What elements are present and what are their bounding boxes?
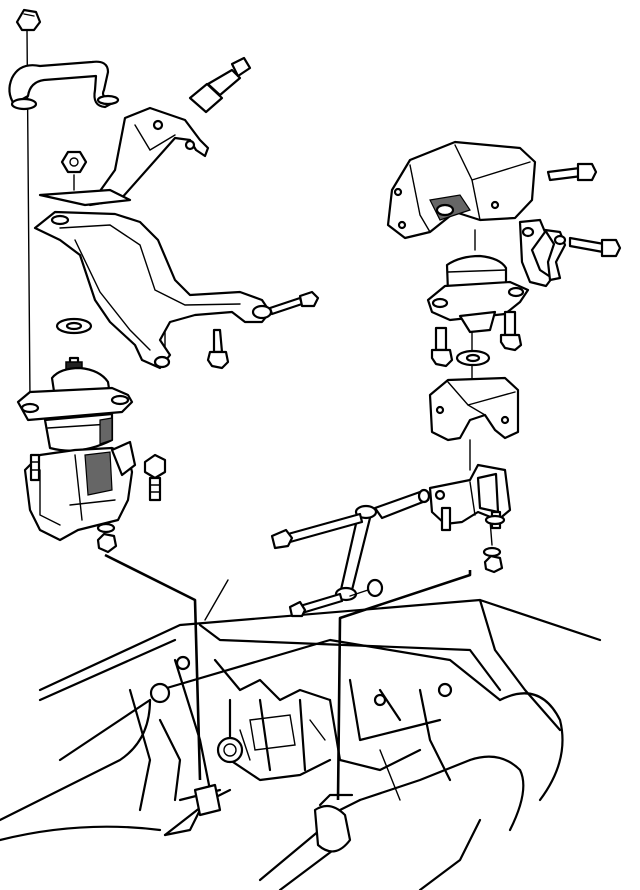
clamp-bracket bbox=[518, 218, 622, 288]
washer-icon bbox=[455, 349, 491, 367]
housing-bolt-icon bbox=[546, 162, 598, 182]
cradle-bolt-icon bbox=[143, 453, 167, 502]
torque-strut bbox=[270, 488, 431, 618]
bottom-nut-icon bbox=[482, 546, 504, 574]
main-mount-arm bbox=[33, 210, 273, 370]
side-bolt-icon bbox=[268, 290, 320, 316]
vehicle-frame bbox=[0, 598, 602, 890]
rear-right-mount bbox=[270, 140, 622, 618]
angle-bracket bbox=[428, 376, 520, 442]
bolt-icon bbox=[188, 56, 252, 114]
lower-strut-bracket bbox=[428, 463, 512, 532]
front-left-bracket bbox=[38, 106, 210, 207]
top-nut-icon bbox=[15, 8, 42, 32]
mount-cradle bbox=[23, 440, 137, 542]
left-stud-icon bbox=[29, 453, 41, 482]
engine-mount-icon bbox=[426, 254, 530, 334]
washer-icon bbox=[55, 317, 93, 335]
front-left-mount bbox=[8, 8, 320, 554]
engine-mount-icon bbox=[16, 366, 134, 452]
upper-strap-bracket bbox=[8, 60, 120, 111]
hex-nut-icon bbox=[60, 150, 88, 191]
bottom-nut-icon bbox=[96, 522, 118, 554]
vertical-bolt-icon bbox=[206, 328, 230, 370]
upper-housing-bracket bbox=[386, 140, 537, 240]
mount-bolt-icon bbox=[430, 310, 523, 368]
alignment-lines bbox=[26, 29, 493, 801]
